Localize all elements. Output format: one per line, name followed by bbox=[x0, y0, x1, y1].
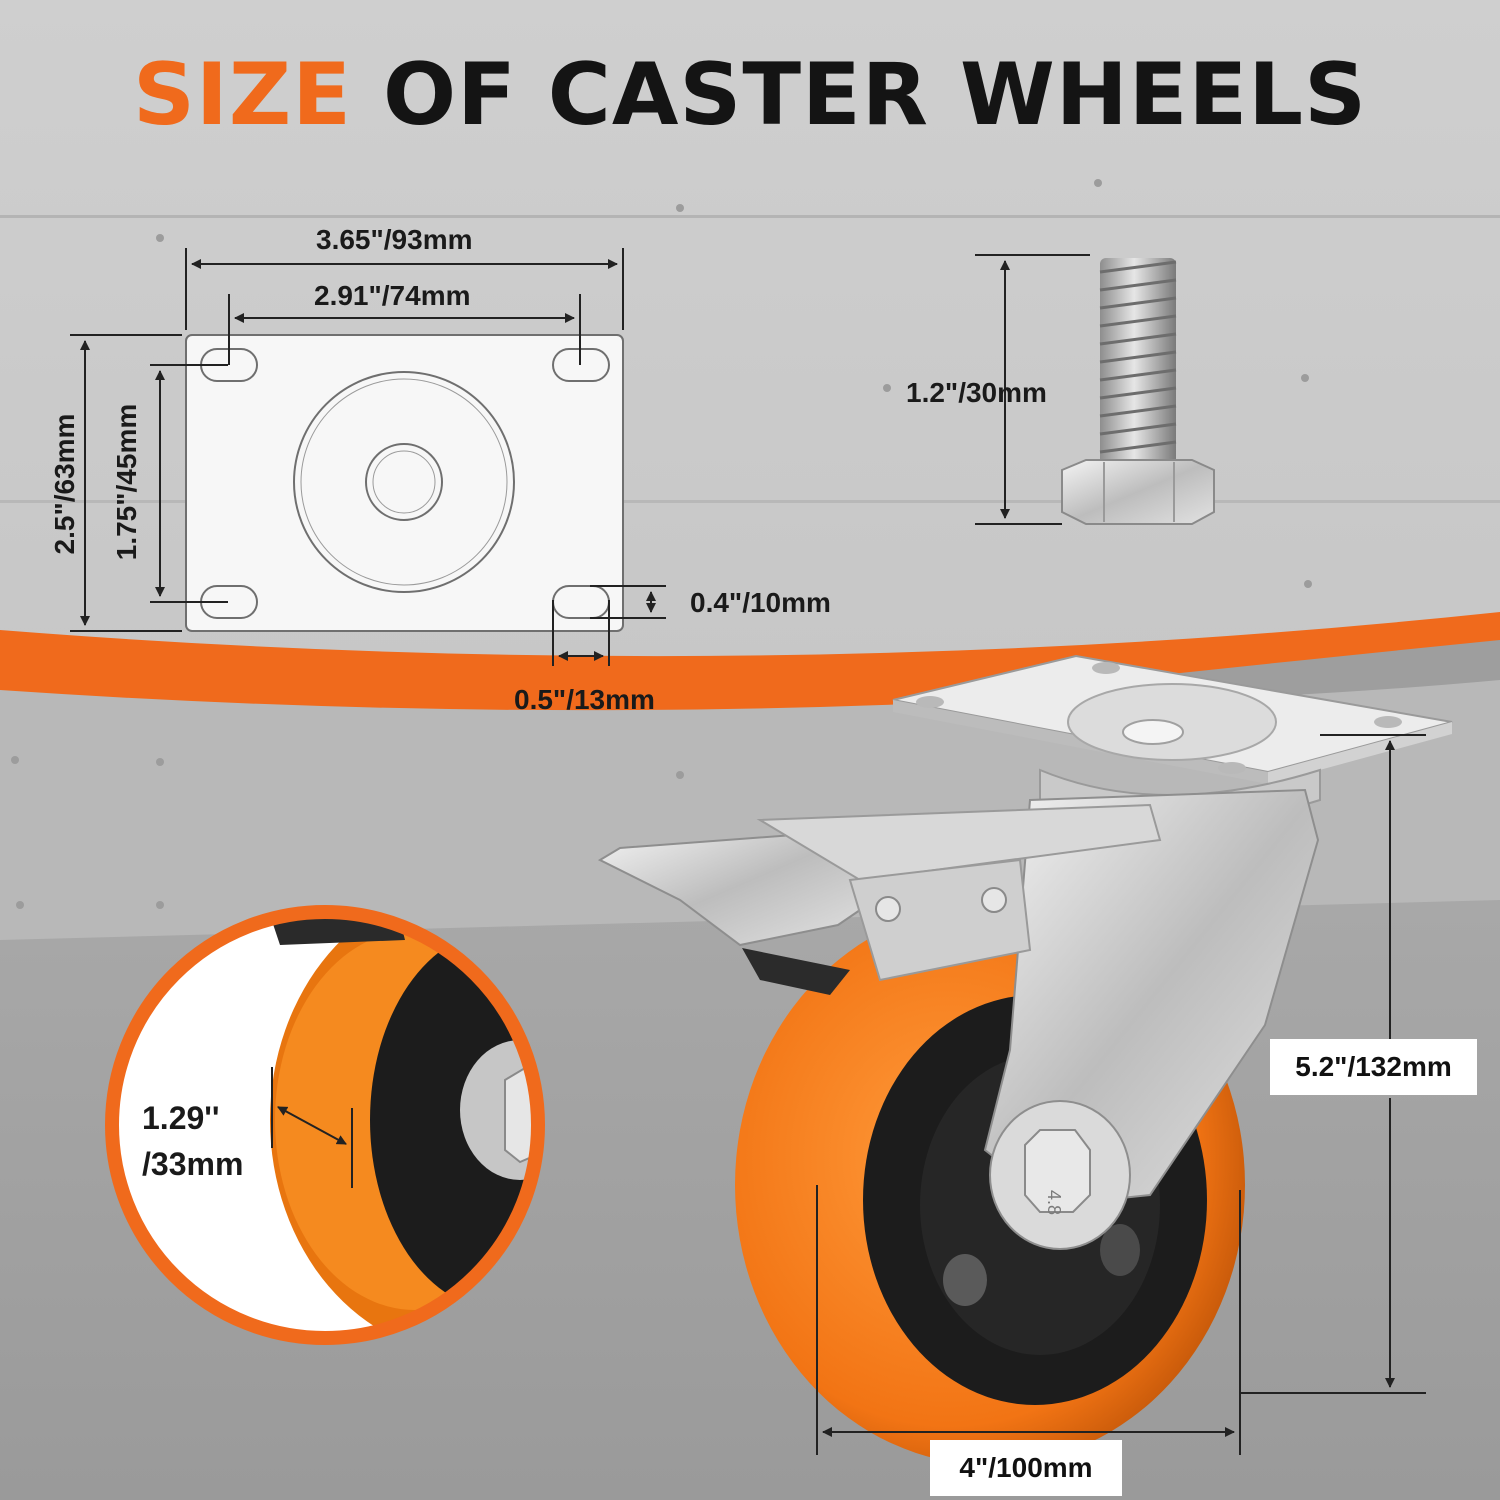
wall-joint-line bbox=[0, 215, 1500, 218]
bolt-dimension-line bbox=[975, 254, 1090, 525]
page-title: SIZE OF CASTER WHEELS bbox=[0, 52, 1500, 138]
bolt-grade-mark: 4.8 bbox=[1044, 1190, 1064, 1215]
title-rest: OF CASTER WHEELS bbox=[382, 45, 1368, 145]
slot-length-label: 0.5"/13mm bbox=[514, 684, 655, 715]
tread-width-label-line2: /33mm bbox=[142, 1146, 244, 1182]
mounting-plate-diagram bbox=[185, 334, 624, 632]
overall-width-label: 3.65"/93mm bbox=[316, 224, 473, 255]
tread-width-label-line1: 1.29'' bbox=[142, 1100, 220, 1136]
caster-wheel bbox=[597, 654, 1453, 1465]
slot-width-label: 0.4"/10mm bbox=[690, 587, 831, 618]
wall-dots bbox=[11, 179, 1312, 909]
hole-spacing-width-label: 2.91"/74mm bbox=[314, 280, 471, 311]
caster-dimension-lines bbox=[816, 734, 1426, 1455]
thread-length-label: 1.2"/30mm bbox=[906, 377, 1047, 408]
total-height-label: 5.2"/132mm bbox=[1270, 1039, 1477, 1095]
bolt bbox=[1061, 258, 1215, 525]
hole-spacing-length-label: 1.75"/45mm bbox=[111, 403, 142, 561]
wheel-diameter-label: 4"/100mm bbox=[930, 1440, 1122, 1496]
wall-joint-line bbox=[0, 500, 1500, 503]
tread-zoom-circle bbox=[105, 905, 545, 1345]
overall-length-label: 2.5"/63mm bbox=[49, 413, 80, 555]
dimension-lines bbox=[70, 248, 666, 666]
title-accent: SIZE bbox=[132, 45, 353, 145]
